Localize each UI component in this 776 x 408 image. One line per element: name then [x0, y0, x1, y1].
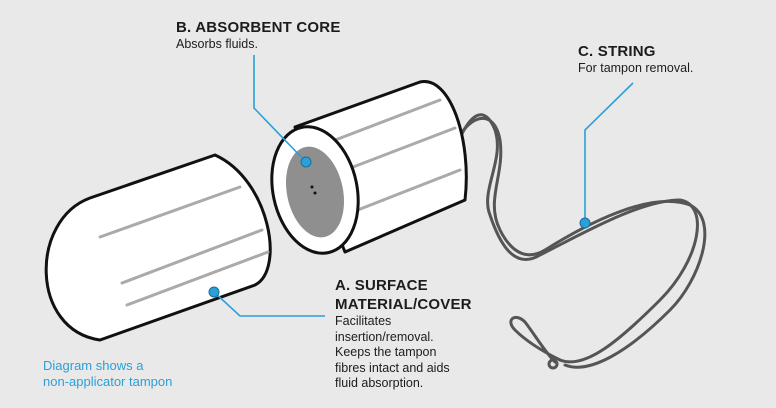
diagram-note: Diagram shows a non-applicator tampon — [43, 358, 172, 390]
string-title: C. STRING — [578, 43, 656, 60]
label-absorbent-core: B. ABSORBENT CORE Absorbs fluids. — [176, 18, 341, 53]
leader-lines — [213, 55, 634, 317]
label-surface-material: A. SURFACE MATERIAL/COVER Facilitates in… — [335, 276, 472, 392]
string-marker — [579, 217, 591, 229]
core-marker — [300, 156, 312, 168]
core-description: Absorbs fluids. — [176, 37, 258, 51]
surface-title-line2: MATERIAL/COVER — [335, 296, 472, 313]
string-description: For tampon removal. — [578, 61, 694, 75]
core-title: B. ABSORBENT CORE — [176, 19, 341, 36]
absorbent-core-piece — [270, 80, 468, 255]
surface-title-line1: A. SURFACE — [335, 277, 428, 294]
note-line: non-applicator tampon — [43, 374, 173, 389]
note-line: Diagram shows a — [43, 358, 144, 373]
label-string: C. STRING For tampon removal. — [578, 42, 693, 77]
surface-marker — [208, 286, 220, 298]
surface-desc-line: Keeps the tampon — [335, 345, 437, 359]
surface-desc-line: fibres intact and aids — [335, 360, 450, 375]
surface-desc-line: fluid absorption. — [335, 376, 424, 390]
string — [453, 113, 707, 370]
surface-desc-line: Facilitates — [335, 314, 392, 328]
surface-desc-line: insertion/removal. — [335, 329, 434, 344]
